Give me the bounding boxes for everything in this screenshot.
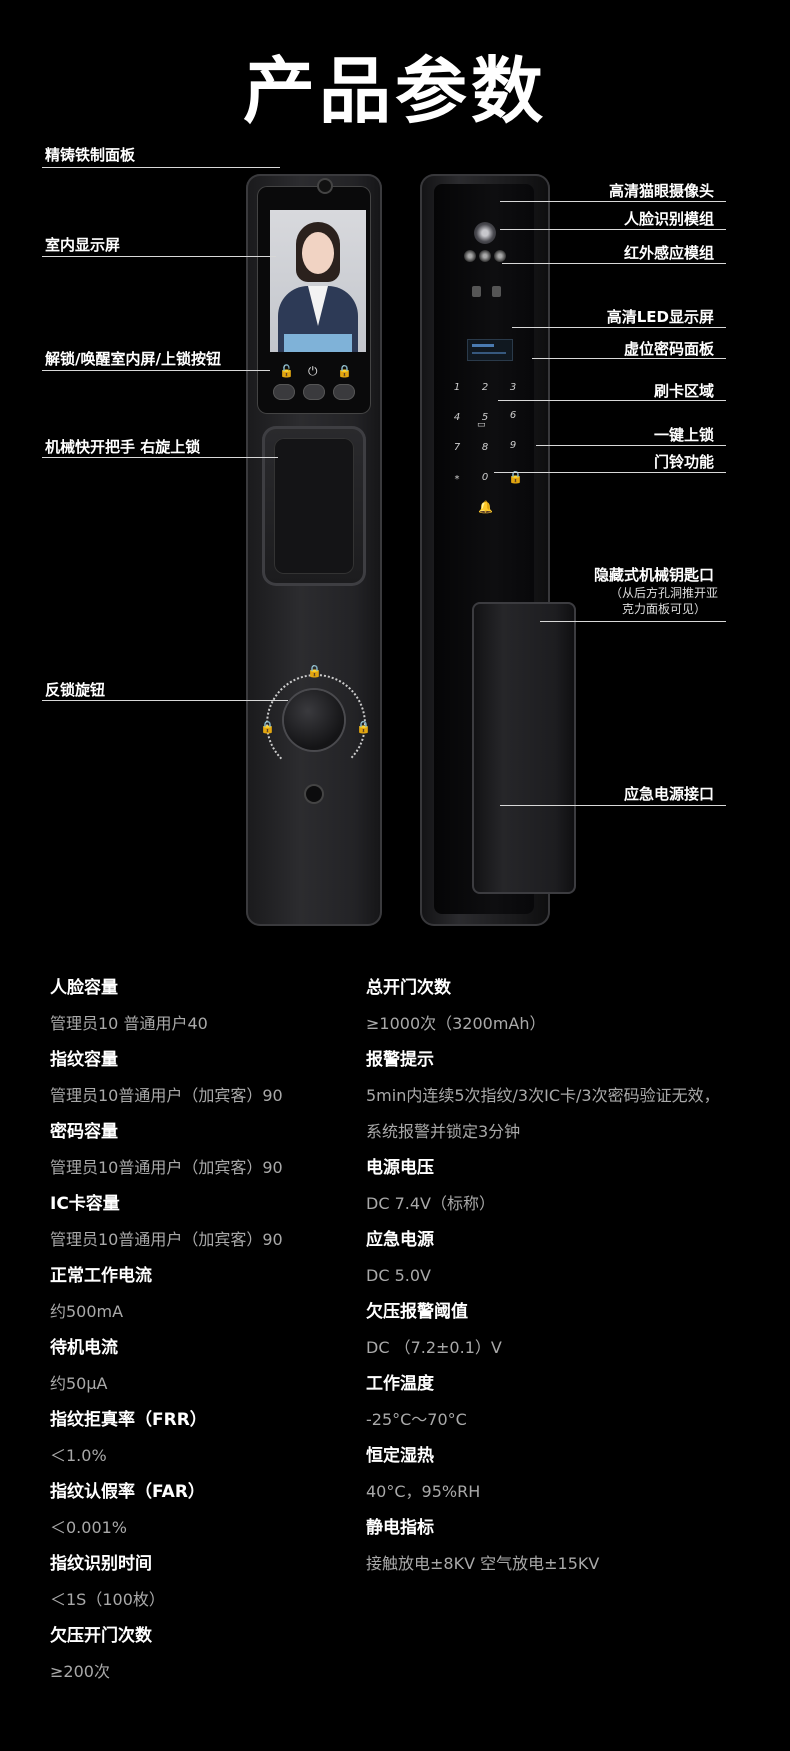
spec-label: 指纹容量 (50, 1050, 118, 1070)
page-title: 产品参数 (242, 49, 547, 133)
one-key-lock-icon: 🔒 (508, 470, 523, 484)
spec-label: 指纹拒真率（FRR） (50, 1410, 207, 1430)
unlock-icon: 🔓 (279, 364, 294, 378)
unlock-button (273, 384, 295, 400)
spec-column-right: 总开门次数 ≥1000次（3200mAh） 报警提示 5min内连续5次指纹/3… (366, 970, 776, 1582)
callout-indoor-screen: 室内显示屏 (45, 236, 121, 254)
spec-value: 管理员10普通用户（加宾客）90 (50, 1230, 283, 1249)
callout-emergency-power: 应急电源接口 (623, 785, 714, 803)
spec-value: 系统报警并锁定3分钟 (366, 1122, 521, 1141)
spec-label: 应急电源 (366, 1230, 434, 1250)
lock-button (333, 384, 355, 400)
spec-label: 指纹认假率（FAR） (50, 1482, 205, 1502)
indoor-screen-frame: 🔓 ⏻ 🔒 (257, 180, 371, 414)
face-module-lens-2 (479, 250, 491, 262)
spec-value: 管理员10 普通用户40 (50, 1014, 208, 1033)
knob-right-lock-icon: 🔒 (356, 720, 371, 734)
key-star: * (454, 474, 460, 485)
callout-peephole-camera: 高清猫眼摄像头 (608, 182, 714, 200)
key-2: 2 (481, 382, 489, 393)
hidden-key-cover (472, 602, 576, 894)
ir-sensor-1 (472, 286, 481, 297)
spec-value: 约500mA (50, 1302, 124, 1321)
spec-label: 欠压报警阈值 (366, 1302, 468, 1322)
spec-label: 电源电压 (366, 1158, 434, 1178)
spec-value: 管理员10普通用户（加宾客）90 (50, 1158, 283, 1177)
spec-section: 人脸容量 管理员10 普通用户40 指纹容量 管理员10普通用户（加宾客）90 … (0, 970, 790, 1730)
callout-key-slot: 隐藏式机械钥匙口 (593, 566, 714, 584)
knob-dial-dots (266, 674, 366, 774)
spec-label: 欠压开门次数 (50, 1626, 152, 1646)
callout-buttons: 解锁/唤醒室内屏/上锁按钮 (45, 350, 221, 368)
spec-label: 总开门次数 (366, 978, 451, 998)
bottom-hole (306, 786, 322, 802)
mechanical-handle (262, 426, 366, 586)
knob-left-lock-icon: 🔒 (260, 720, 275, 734)
key-5: 5 (481, 412, 489, 423)
peephole-camera (474, 222, 496, 244)
card-icon: ▭ (477, 420, 486, 430)
spec-label: 报警提示 (366, 1050, 434, 1070)
spec-column-left: 人脸容量 管理员10 普通用户40 指纹容量 管理员10普通用户（加宾客）90 … (50, 970, 350, 1690)
key-1: 1 (453, 382, 461, 393)
key-0: 0 (481, 472, 489, 483)
key-8: 8 (481, 442, 489, 453)
callout-handle: 机械快开把手 右旋上锁 (45, 438, 201, 456)
power-icon: ⏻ (308, 364, 318, 378)
spec-label: 恒定湿热 (366, 1446, 434, 1466)
callout-led-screen: 高清LED显示屏 (606, 308, 714, 326)
key-3: 3 (509, 382, 517, 393)
spec-value: 40°C，95%RH (366, 1482, 481, 1501)
callout-face-module: 人脸识别模组 (623, 210, 714, 228)
callout-panel: 精铸铁制面板 (45, 146, 136, 164)
face-module-lens-3 (494, 250, 506, 262)
spec-value: ＜1S（100枚） (50, 1590, 165, 1609)
lock-icon: 🔒 (337, 364, 352, 378)
spec-value: 约50μA (50, 1374, 108, 1393)
callout-one-key-lock: 一键上锁 (653, 426, 714, 444)
callout-knob: 反锁旋钮 (45, 681, 106, 699)
indoor-display-image (270, 210, 366, 352)
spec-label: 密码容量 (50, 1122, 118, 1142)
led-display (468, 340, 512, 360)
indoor-lock-body: 🔓 ⏻ 🔒 🔒 🔒 🔒 (246, 174, 382, 926)
knob-top-lock-icon: 🔒 (307, 664, 322, 678)
spec-value: DC 7.4V（标称） (366, 1194, 495, 1213)
spec-value: 管理员10普通用户（加宾客）90 (50, 1086, 283, 1105)
callout-keypad: 虚位密码面板 (623, 340, 714, 358)
spec-value: DC 5.0V (366, 1266, 431, 1285)
callout-key-slot-note-1: （从后方孔洞推开亚 (609, 586, 718, 600)
doorbell-icon: 🔔 (478, 500, 493, 514)
spec-label: 指纹识别时间 (50, 1554, 152, 1574)
callout-key-slot-note-2: 克力面板可见） (621, 602, 706, 616)
key-4: 4 (453, 412, 461, 423)
spec-label: IC卡容量 (50, 1194, 120, 1214)
spec-value: ＜1.0% (50, 1446, 107, 1465)
wake-button (303, 384, 325, 400)
ir-sensor-2 (492, 286, 501, 297)
top-camera-hole (319, 180, 331, 192)
spec-value: DC （7.2±0.1）V (366, 1338, 502, 1357)
callout-doorbell: 门铃功能 (653, 453, 714, 471)
spec-value: 5min内连续5次指纹/3次IC卡/3次密码验证无效， (366, 1086, 720, 1105)
spec-value: -25°C～70°C (366, 1410, 467, 1429)
key-6: 6 (509, 410, 517, 421)
spec-value: ≥1000次（3200mAh） (366, 1014, 546, 1033)
spec-value: ≥200次 (50, 1662, 110, 1681)
key-7: 7 (453, 442, 461, 453)
spec-value: 接触放电±8KV 空气放电±15KV (366, 1554, 600, 1573)
spec-label: 正常工作电流 (50, 1266, 152, 1286)
product-diagram: 🔓 ⏻ 🔒 🔒 🔒 🔒 1 2 3 4 (0, 146, 790, 926)
face-module-lens-1 (464, 250, 476, 262)
deadbolt-knob (284, 690, 344, 750)
spec-label: 待机电流 (50, 1338, 118, 1358)
callout-ir-module: 红外感应模组 (623, 244, 714, 262)
spec-label: 人脸容量 (50, 978, 118, 998)
outdoor-lock-body: 1 2 3 4 5 6 7 8 9 * 0 ▭ 🔒 🔔 (420, 174, 550, 926)
callout-card-area: 刷卡区域 (653, 382, 714, 400)
key-9: 9 (509, 440, 517, 451)
spec-value: ＜0.001% (50, 1518, 128, 1537)
spec-label: 工作温度 (366, 1374, 434, 1394)
spec-label: 静电指标 (366, 1518, 434, 1538)
